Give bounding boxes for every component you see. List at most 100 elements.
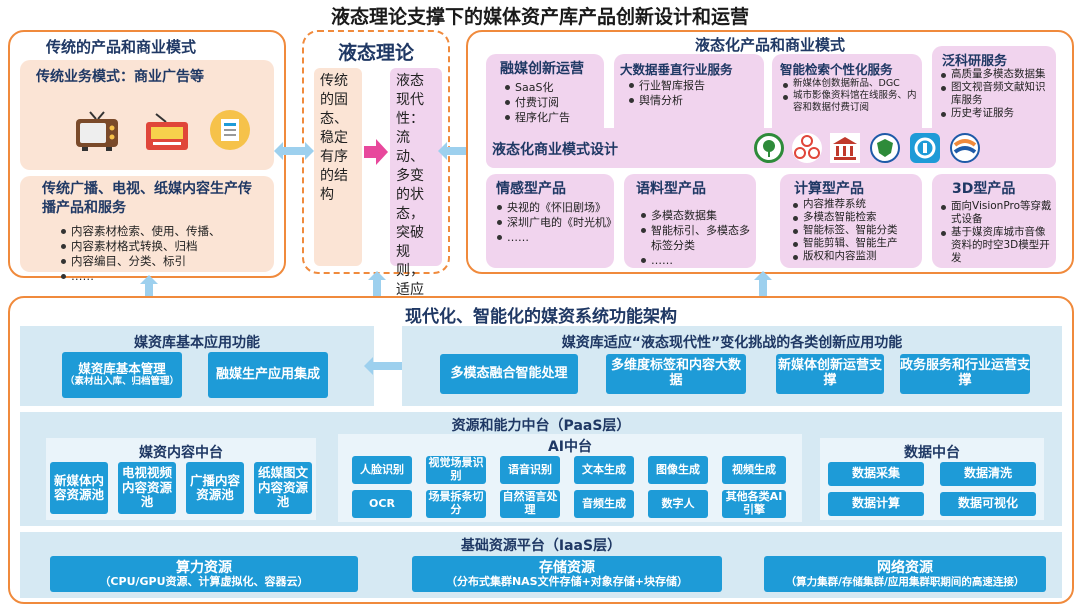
list-item: 深圳广电的《时光机》 xyxy=(496,215,617,230)
tree-logo-icon xyxy=(754,133,784,163)
card-list: 多模态数据集 智能标引、多模态多标签分类 …… xyxy=(640,208,752,268)
compute-resource-button[interactable]: 算力资源 （CPU/GPU资源、计算虚拟化、容器云） xyxy=(50,556,358,592)
data-hub: 数据中台 数据采集 数据清洗 数据计算 数据可视化 xyxy=(820,438,1044,520)
card-list: SaaS化 付费订阅 程序化广告 xyxy=(504,80,570,125)
paas-title: 资源和能力中台（PaaS层） xyxy=(451,418,631,434)
innovation-item-button[interactable]: 新媒体创新运营支撑 xyxy=(776,354,884,394)
ai-engine-button[interactable]: 图像生成 xyxy=(648,456,708,484)
list-item: …… xyxy=(496,230,612,245)
ai-hub-title: AI中台 xyxy=(547,439,593,455)
product-card: 3D型产品 面向VisionPro等穿戴式设备 基于媒资库城市音像资料的时空3D… xyxy=(932,174,1056,268)
card-list: 央视的《怀旧剧场》 深圳广电的《时光机》 …… xyxy=(496,200,617,245)
card-title: 大数据垂直行业服务 xyxy=(620,62,733,77)
basic-management-note: （素材出入库、归档管理） xyxy=(64,375,179,387)
traditional-product-box: 传统广播、电视、纸媒内容生产传播产品和服务 内容素材检索、使用、传播、 内容素材… xyxy=(20,176,274,283)
museum-logo-icon xyxy=(830,133,860,163)
innovation-item-button[interactable]: 多维度标签和内容大数据 xyxy=(606,354,746,394)
storage-resource-button[interactable]: 存储资源 （分布式集群NAS文件存储+对象存储+块存储） xyxy=(412,556,722,592)
ai-engine-button[interactable]: 音频生成 xyxy=(574,490,634,518)
data-function-button[interactable]: 数据采集 xyxy=(828,462,924,486)
list-item: 多模态智能检索 xyxy=(792,211,920,224)
ai-engine-button[interactable]: 视频生成 xyxy=(722,456,786,484)
traditional-product-list: 内容素材检索、使用、传播、 内容素材格式转换、归档 内容编目、分类、标引 …… xyxy=(60,224,221,284)
content-pool-button[interactable]: 广播内容资源池 xyxy=(186,462,244,514)
list-item: 行业智库报告 xyxy=(628,78,705,93)
data-function-button[interactable]: 数据计算 xyxy=(828,492,924,516)
card-title: 计算型产品 xyxy=(794,181,864,197)
list-item: SaaS化 xyxy=(504,80,570,95)
list-item: 付费订阅 xyxy=(504,95,570,110)
list-item: 新媒体创数据新品、DGC xyxy=(782,78,918,90)
ai-engine-button[interactable]: 人脸识别 xyxy=(352,456,412,484)
solid-structure-text: 传统的固态、稳定有序的结构 xyxy=(314,68,362,266)
business-design-title: 液态化商业模式设计 xyxy=(492,142,618,158)
list-item: 智能剪辑、智能生产 xyxy=(792,237,920,250)
page-title: 液态理论支撑下的媒体资产库产品创新设计和运营 xyxy=(330,6,749,28)
innovation-item-button[interactable]: 多模态融合智能处理 xyxy=(440,354,578,394)
ai-engine-button[interactable]: OCR xyxy=(352,490,412,518)
ai-engine-button[interactable]: 视觉场景识别 xyxy=(426,456,486,484)
content-pool-button[interactable]: 纸媒图文内容资源池 xyxy=(254,462,312,514)
newspaper-icon xyxy=(210,110,250,150)
basic-functions-box: 媒资库基本应用功能 媒资库基本管理 （素材出入库、归档管理） 融媒生产应用集成 xyxy=(20,326,374,406)
list-item: 央视的《怀旧剧场》 xyxy=(496,200,612,215)
list-item: 内容素材格式转换、归档 xyxy=(60,239,221,254)
basic-management-button[interactable]: 媒资库基本管理 （素材出入库、归档管理） xyxy=(62,352,182,398)
list-item: 高质量多模态数据集 xyxy=(940,68,1054,81)
ai-engine-button[interactable]: 场景拆条切分 xyxy=(426,490,486,518)
content-hub: 媒资内容中台 新媒体内容资源池 电视视频内容资源池 广播内容资源池 纸媒图文内容… xyxy=(46,438,316,520)
liquid-theory-title: 液态理论 xyxy=(337,42,414,64)
list-item: 程序化广告 xyxy=(504,110,570,125)
ai-engine-button[interactable]: 文本生成 xyxy=(574,456,634,484)
basic-management-label: 媒资库基本管理 xyxy=(78,361,166,377)
compute-resource-sub: （CPU/GPU资源、计算虚拟化、容器云） xyxy=(99,574,309,588)
card-title: 情感型产品 xyxy=(496,181,566,197)
architecture-title: 现代化、智能化的媒资系统功能架构 xyxy=(405,307,677,327)
liquid-modernity-text: 液态现代性：流动、多变的状态，突破规则，适应环境 xyxy=(390,68,442,317)
card-title: 智能检索个性化服务 xyxy=(780,62,893,77)
list-item: 舆情分析 xyxy=(628,93,705,108)
paas-layer: 资源和能力中台（PaaS层） 媒资内容中台 新媒体内容资源池 电视视频内容资源池… xyxy=(20,412,1062,526)
card-list: 新媒体创数据新品、DGC 城市影像资料馆在线服务、内容和数据付费订阅 xyxy=(782,78,918,114)
basic-innov-arrow xyxy=(364,357,412,375)
traditional-biz-title: 传统业务模式：商业广告等 xyxy=(36,69,204,85)
ai-engine-button[interactable]: 语音识别 xyxy=(500,456,560,484)
list-item: 内容素材检索、使用、传播、 xyxy=(60,224,221,239)
content-pool-button[interactable]: 新媒体内容资源池 xyxy=(50,462,108,514)
card-list: 内容推荐系统 多模态智能检索 智能标签、智能分类 智能剪辑、智能生产 版权和内容… xyxy=(792,198,920,263)
storage-resource-title: 存储资源 xyxy=(539,559,595,576)
tv-icon xyxy=(74,110,120,152)
card-title: 语料型产品 xyxy=(636,181,706,197)
traditional-biz-box: 传统业务模式：商业广告等 xyxy=(20,60,274,170)
ai-engine-button[interactable]: 数字人 xyxy=(648,490,708,518)
ai-engine-button[interactable]: 其他各类AI引擎 xyxy=(722,490,786,518)
data-function-button[interactable]: 数据清洗 xyxy=(940,462,1036,486)
data-function-button[interactable]: 数据可视化 xyxy=(940,492,1036,516)
wave-logo-icon xyxy=(950,133,980,163)
circle-link-logo-icon xyxy=(792,133,822,163)
list-item: 图文视音频文献知识库服务 xyxy=(940,81,1054,107)
network-resource-button[interactable]: 网络资源 （算力集群/存储集群/应用集群职期间的高速连接） xyxy=(764,556,1046,592)
traditional-panel: 传统的产品和商业模式 传统业务模式：商业广告等 传统广播、电视、纸媒内容生产传播… xyxy=(8,30,286,283)
traditional-title: 传统的产品和商业模式 xyxy=(46,38,197,56)
list-item: 历史考证服务 xyxy=(940,107,1054,120)
traditional-product-title: 传统广播、电视、纸媒内容生产传播产品和服务 xyxy=(42,181,252,216)
integration-button[interactable]: 融媒生产应用集成 xyxy=(208,352,328,398)
card-list: 行业智库报告 舆情分析 xyxy=(628,78,705,108)
liquid-theory-panel: 液态理论 传统的固态、稳定有序的结构 液态现代性：流动、多变的状态，突破规则，适… xyxy=(302,30,450,317)
list-item: 内容编目、分类、标引 xyxy=(60,254,221,269)
iaas-layer: 基础资源平台（IaaS层） 算力资源 （CPU/GPU资源、计算虚拟化、容器云）… xyxy=(20,532,1062,598)
content-pool-button[interactable]: 电视视频内容资源池 xyxy=(118,462,176,514)
data-hub-title: 数据中台 xyxy=(904,445,960,461)
list-item: 面向VisionPro等穿戴式设备 xyxy=(940,200,1054,226)
ai-engine-button[interactable]: 自然语言处理 xyxy=(500,490,560,518)
innovation-item-button[interactable]: 政务服务和行业运营支撑 xyxy=(900,354,1030,394)
list-item: 基于媒资库城市音像资料的时空3D模型开发 xyxy=(940,226,1054,265)
card-list: 面向VisionPro等穿戴式设备 基于媒资库城市音像资料的时空3D模型开发 xyxy=(940,200,1054,265)
compute-resource-title: 算力资源 xyxy=(176,559,232,576)
card-list: 高质量多模态数据集 图文视音频文献知识库服务 历史考证服务 xyxy=(940,68,1054,120)
transform-arrow-icon xyxy=(364,139,388,165)
list-item: 内容推荐系统 xyxy=(792,198,920,211)
list-item: 版权和内容监测 xyxy=(792,250,920,263)
card-title: 3D型产品 xyxy=(952,181,1016,197)
